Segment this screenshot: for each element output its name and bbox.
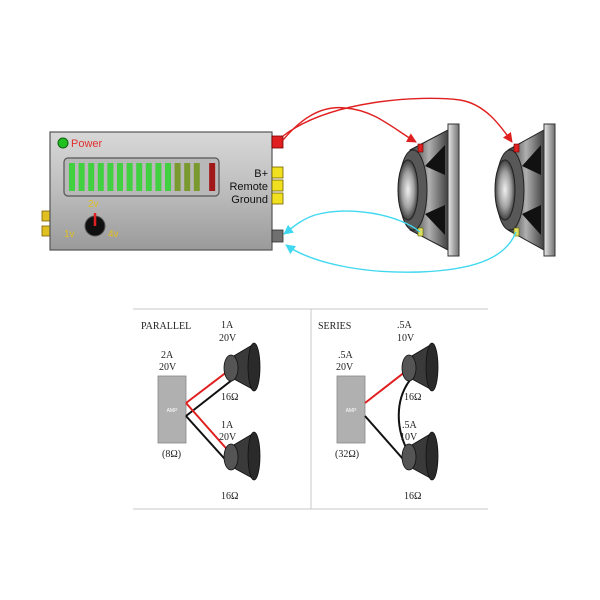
series-amp-current: .5A — [338, 350, 354, 361]
parallel-speaker-1-current: 1A — [221, 320, 234, 331]
series-amp-impedance: (32Ω) — [335, 449, 359, 460]
meter-segment-green — [88, 163, 95, 191]
meter-segment-olive — [184, 163, 191, 191]
parallel-amp-current: 2A — [161, 350, 174, 361]
speaker-b-terminal-negative[interactable] — [513, 227, 520, 237]
series-speaker-2-rim — [425, 431, 439, 481]
parallel-title: PARALLEL — [141, 321, 191, 332]
level-meter-segments — [69, 163, 216, 191]
power-label: Power — [71, 138, 103, 150]
wire-negative-from-speaker-a — [283, 210, 421, 235]
terminal-label-remote: Remote — [229, 181, 268, 193]
parallel-amp-voltage: 20V — [159, 362, 177, 373]
parallel-speaker-2-magnet — [223, 443, 239, 471]
meter-segment-green — [126, 163, 133, 191]
meter-segment-green — [69, 163, 75, 191]
rca-jack-bottom[interactable] — [41, 225, 51, 237]
speaker-b-frame — [543, 123, 556, 257]
parallel-speaker-1 — [223, 342, 261, 392]
parallel-speaker-2 — [223, 431, 261, 481]
speaker-a — [397, 123, 460, 257]
series-speaker-2-voltage: 10V — [400, 432, 418, 443]
parallel-speaker-1-magnet — [223, 354, 239, 382]
parallel-speaker-1-impedance: 16Ω — [221, 392, 238, 403]
meter-segment-green — [117, 163, 123, 191]
knob-label-2v: 2v — [88, 199, 99, 210]
parallel-speaker-1-rim — [247, 342, 261, 392]
speaker-a-frame — [447, 123, 460, 257]
parallel-speaker-1-voltage: 20V — [219, 333, 237, 344]
top-wires — [282, 97, 517, 273]
series-speaker-2 — [401, 431, 439, 481]
series-section: SERIES .5A 20V AMP (32Ω) .5A 10V 16Ω — [318, 320, 439, 502]
parallel-wire-positive-2 — [185, 402, 233, 456]
series-amp-label: AMP — [346, 408, 358, 414]
series-speaker-1-rim — [425, 342, 439, 392]
series-speaker-2-current: .5A — [402, 420, 418, 431]
rca-jack-top[interactable] — [41, 210, 51, 222]
speaker-a-cap — [397, 159, 419, 221]
speaker-output-positive[interactable] — [271, 135, 284, 149]
speaker-output-negative[interactable] — [271, 229, 284, 243]
terminal-ground[interactable] — [271, 192, 284, 205]
terminal-label-ground: Ground — [231, 194, 268, 206]
speaker-a-spoke — [425, 205, 445, 235]
wire-negative-from-speaker-b — [285, 231, 517, 273]
series-amp-box — [336, 375, 366, 444]
parallel-amp-box — [157, 375, 187, 444]
parallel-speaker-2-impedance: 16Ω — [221, 491, 238, 502]
meter-segment-green — [107, 163, 114, 191]
speaker-a-spoke — [425, 145, 445, 175]
wire-positive-to-speaker-b — [282, 97, 513, 143]
meter-segment-green — [97, 163, 104, 191]
series-speaker-1-impedance: 16Ω — [404, 392, 421, 403]
meter-segment-green — [165, 163, 171, 191]
series-speaker-1-current: .5A — [397, 320, 413, 331]
speaker-b-spoke — [522, 205, 541, 235]
meter-segment-green — [145, 163, 152, 191]
speaker-b — [494, 123, 556, 257]
parallel-speaker-2-rim — [247, 431, 261, 481]
terminal-label-bplus: B+ — [254, 168, 268, 180]
amplifier: Power 2v 1v 4v B+ Remote Ground — [41, 131, 284, 251]
meter-segment-green — [136, 163, 143, 191]
wire-positive-to-speaker-a — [282, 106, 417, 143]
series-speaker-1-magnet — [401, 354, 417, 382]
meter-segment-green — [155, 163, 162, 191]
speaker-a-terminal-negative[interactable] — [417, 227, 424, 237]
parallel-section: PARALLEL 2A 20V AMP (8Ω) 1A 20V 16Ω — [141, 320, 261, 502]
speaker-a-terminal-positive[interactable] — [417, 143, 424, 153]
parallel-wire-negative-1 — [185, 379, 233, 417]
series-speaker-1 — [401, 342, 439, 392]
speaker-b-terminal-positive[interactable] — [513, 143, 520, 153]
series-speaker-1-voltage: 10V — [397, 333, 415, 344]
power-led-icon — [57, 137, 69, 149]
parallel-amp-label: AMP — [167, 408, 179, 414]
series-speaker-2-impedance: 16Ω — [404, 491, 421, 502]
parallel-speaker-2-voltage: 20V — [219, 432, 237, 443]
meter-segment-olive — [193, 163, 200, 191]
meter-segment-green — [78, 163, 85, 191]
series-speaker-2-magnet — [401, 443, 417, 471]
speaker-b-spoke — [522, 145, 541, 175]
terminal-remote[interactable] — [271, 179, 284, 192]
parallel-speaker-2-current: 1A — [221, 420, 234, 431]
meter-segment-red — [209, 163, 216, 191]
speaker-b-cap — [494, 159, 516, 221]
knob-label-1v: 1v — [64, 229, 75, 240]
parallel-amp-impedance: (8Ω) — [162, 449, 181, 460]
knob-label-4v: 4v — [108, 229, 119, 240]
series-title: SERIES — [318, 321, 351, 332]
terminal-bplus[interactable] — [271, 166, 284, 179]
meter-segment-olive — [174, 163, 181, 191]
series-amp-voltage: 20V — [336, 362, 354, 373]
wiring-panel: PARALLEL 2A 20V AMP (8Ω) 1A 20V 16Ω — [133, 308, 488, 510]
